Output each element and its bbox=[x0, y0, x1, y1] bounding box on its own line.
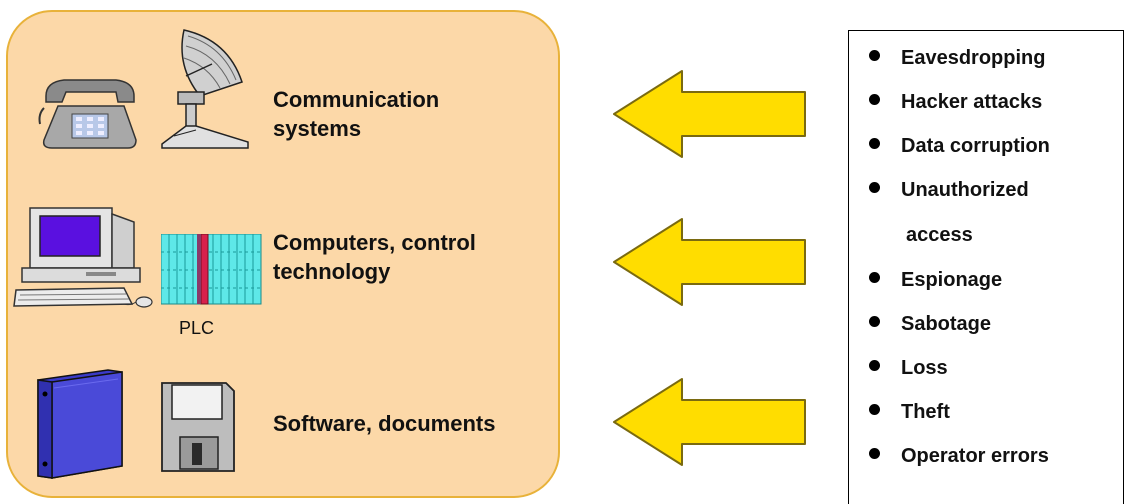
bullet-icon bbox=[869, 316, 880, 327]
threat-label: Espionage bbox=[901, 269, 1003, 291]
binder-icon bbox=[37, 369, 123, 479]
left-arrow-icon bbox=[613, 378, 806, 466]
threat-item: Operator errors bbox=[849, 445, 1119, 489]
bullet-icon bbox=[869, 50, 880, 61]
threat-item: Loss bbox=[849, 357, 1119, 401]
bullet-icon bbox=[869, 94, 880, 105]
floppy-disk-icon bbox=[161, 382, 235, 472]
bullet-icon bbox=[869, 138, 880, 149]
bullet-icon bbox=[869, 182, 880, 193]
desktop-computer-icon bbox=[13, 207, 153, 308]
asset-label-communication: Communication systems bbox=[273, 87, 440, 141]
threat-item-continuation: access bbox=[849, 224, 1119, 268]
bullet-icon bbox=[869, 272, 880, 283]
threats-box: Eavesdropping Hacker attacks Data corrup… bbox=[848, 30, 1124, 504]
left-arrow-icon bbox=[613, 218, 806, 306]
threat-label: Unauthorized bbox=[901, 179, 1029, 201]
threat-label: Data corruption bbox=[901, 135, 1050, 157]
asset-label-software: Software, documents bbox=[273, 411, 496, 436]
left-arrow-icon bbox=[613, 70, 806, 158]
threat-item: Unauthorized bbox=[849, 179, 1119, 223]
threat-label: Hacker attacks bbox=[901, 91, 1043, 113]
bullet-icon bbox=[869, 360, 880, 371]
threat-item: Eavesdropping bbox=[849, 47, 1119, 91]
threat-item: Theft bbox=[849, 401, 1119, 445]
bullet-icon bbox=[869, 404, 880, 415]
threat-label: Sabotage bbox=[901, 313, 992, 335]
plc-rack-icon bbox=[161, 234, 262, 305]
plc-label: PLC bbox=[179, 318, 215, 338]
telephone-icon bbox=[38, 79, 137, 149]
threat-label: Eavesdropping bbox=[901, 47, 1046, 69]
threat-item: Espionage bbox=[849, 269, 1119, 313]
asset-label-computers: Computers, control technology bbox=[273, 230, 476, 284]
threat-item: Hacker attacks bbox=[849, 91, 1119, 135]
threat-label: Loss bbox=[901, 357, 948, 379]
bullet-icon bbox=[869, 448, 880, 459]
threat-label: Operator errors bbox=[901, 445, 1049, 467]
threat-item: Data corruption bbox=[849, 135, 1119, 179]
satellite-dish-icon bbox=[161, 29, 249, 149]
threat-label-continuation: access bbox=[906, 224, 973, 246]
threat-label: Theft bbox=[901, 401, 950, 423]
threat-item: Sabotage bbox=[849, 313, 1119, 357]
